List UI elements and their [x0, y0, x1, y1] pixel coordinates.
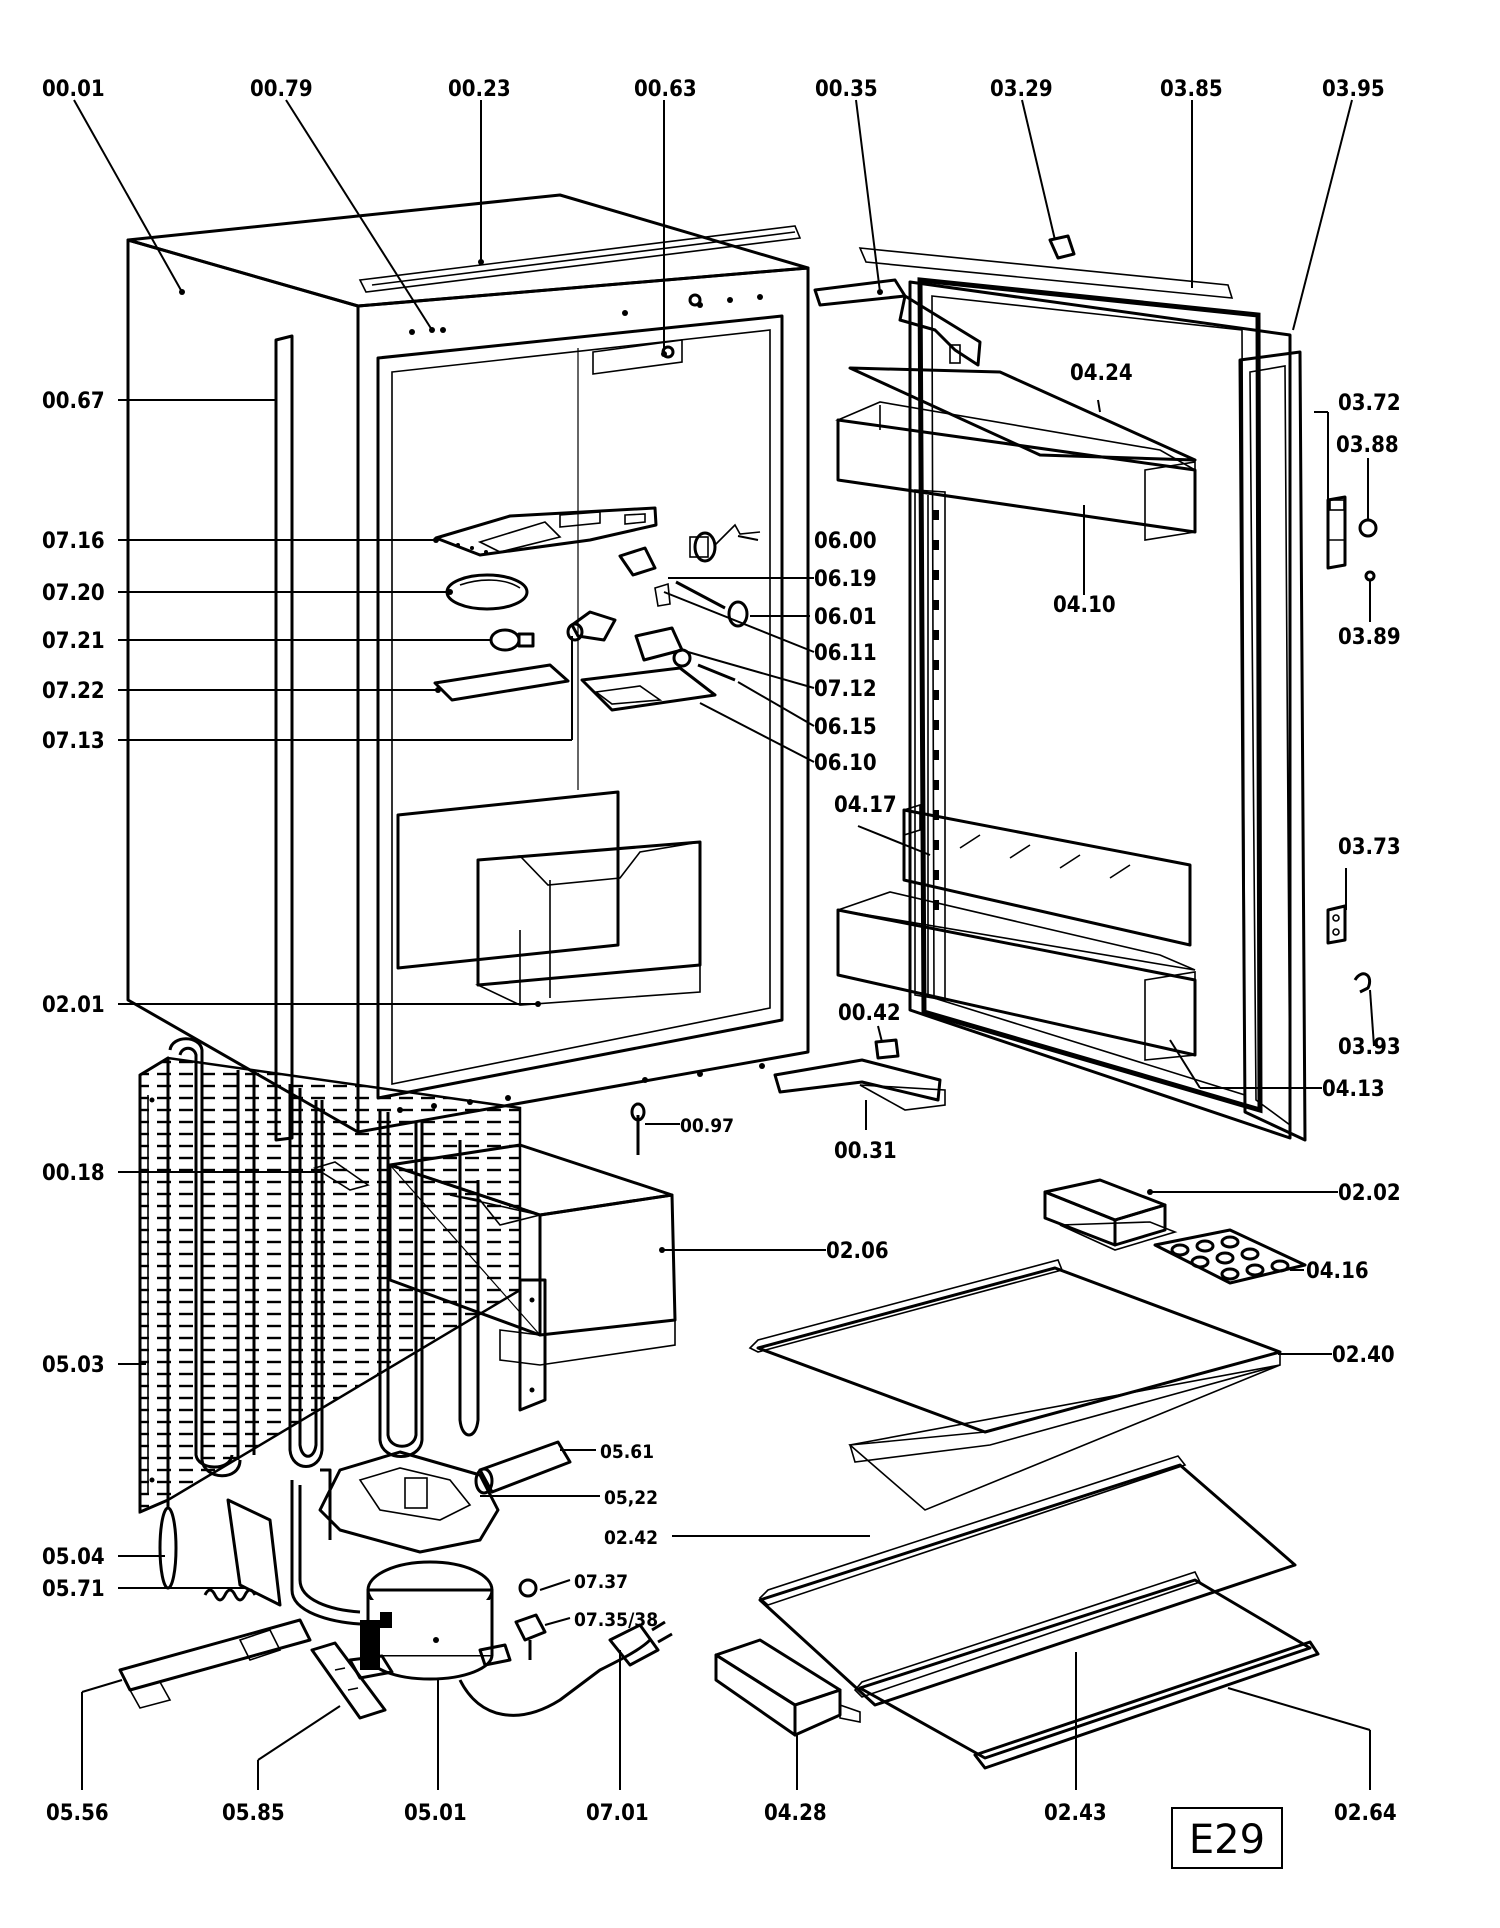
- label-07-20: 07.20: [42, 581, 105, 606]
- label-00-18: 00.18: [42, 1161, 105, 1186]
- door: [630, 234, 1307, 1155]
- label-04-13: 04.13: [1322, 1077, 1385, 1102]
- label-02-64: 02.64: [1334, 1801, 1397, 1826]
- label-05-04: 05.04: [42, 1545, 105, 1570]
- label-02-42: 02.42: [604, 1527, 658, 1549]
- label-03-93: 03.93: [1338, 1035, 1401, 1060]
- label-00-23: 00.23: [448, 77, 511, 102]
- label-03-72: 03.72: [1338, 391, 1401, 416]
- figure-badge: E29: [1171, 1807, 1283, 1869]
- label-04-28: 04.28: [764, 1801, 827, 1826]
- label-06-19: 06.19: [814, 567, 877, 592]
- label-05-01: 05.01: [404, 1801, 467, 1826]
- label-00-79: 00.79: [250, 77, 313, 102]
- label-02-02: 02.02: [1338, 1181, 1401, 1206]
- label-04-10: 04.10: [1053, 593, 1116, 618]
- loose-parts: [388, 1143, 1320, 1770]
- door-hardware: [1326, 495, 1378, 994]
- label-05-85: 05.85: [222, 1801, 285, 1826]
- label-03-85: 03.85: [1160, 77, 1223, 102]
- label-02-40: 02.40: [1332, 1343, 1395, 1368]
- label-05-22: 05,22: [604, 1487, 658, 1509]
- label-06-01: 06.01: [814, 605, 877, 630]
- label-02-06: 02.06: [826, 1239, 889, 1264]
- label-02-01: 02.01: [42, 993, 105, 1018]
- label-07-16: 07.16: [42, 529, 105, 554]
- label-07-22: 07.22: [42, 679, 105, 704]
- label-00-97: 00.97: [680, 1115, 734, 1137]
- label-05-56: 05.56: [46, 1801, 109, 1826]
- label-03-95: 03.95: [1322, 77, 1385, 102]
- label-03-89: 03.89: [1338, 625, 1401, 650]
- label-06-15: 06.15: [814, 715, 877, 740]
- label-07-21: 07.21: [42, 629, 105, 654]
- label-02-43: 02.43: [1044, 1801, 1107, 1826]
- label-00-67: 00.67: [42, 389, 105, 414]
- leader-lines: [73, 99, 1375, 1790]
- cabinet-box: [126, 193, 810, 1191]
- label-03-88: 03.88: [1336, 433, 1399, 458]
- cabinet: [118, 193, 1378, 1770]
- label-04-17: 04.17: [834, 793, 897, 818]
- label-04-24: 04.24: [1070, 361, 1133, 386]
- label-07-12: 07.12: [814, 677, 877, 702]
- label-00-01: 00.01: [42, 77, 105, 102]
- lamp-thermostat-parts: [433, 506, 761, 712]
- label-04-16: 04.16: [1306, 1259, 1369, 1284]
- label-03-73: 03.73: [1338, 835, 1401, 860]
- compressor-assembly: [118, 1440, 673, 1720]
- part-number-labels: 00.01 00.79 00.23 00.63 00.35 03.29 03.8…: [42, 77, 1401, 1826]
- label-05-03: 05.03: [42, 1353, 105, 1378]
- label-07-13: 07.13: [42, 729, 105, 754]
- label-00-31: 00.31: [834, 1139, 897, 1164]
- label-03-29: 03.29: [990, 77, 1053, 102]
- label-00-42: 00.42: [838, 1001, 901, 1026]
- badge-text: E29: [1189, 1817, 1265, 1863]
- label-06-00: 06.00: [814, 529, 877, 554]
- label-05-61: 05.61: [600, 1441, 654, 1463]
- label-05-71: 05.71: [42, 1577, 105, 1602]
- label-07-37: 07.37: [574, 1571, 628, 1593]
- label-06-11: 06.11: [814, 641, 877, 666]
- label-07-01: 07.01: [586, 1801, 649, 1826]
- label-00-35: 00.35: [815, 77, 878, 102]
- label-07-35-38: 07.35/38: [574, 1609, 658, 1631]
- label-00-63: 00.63: [634, 77, 697, 102]
- label-06-10: 06.10: [814, 751, 877, 776]
